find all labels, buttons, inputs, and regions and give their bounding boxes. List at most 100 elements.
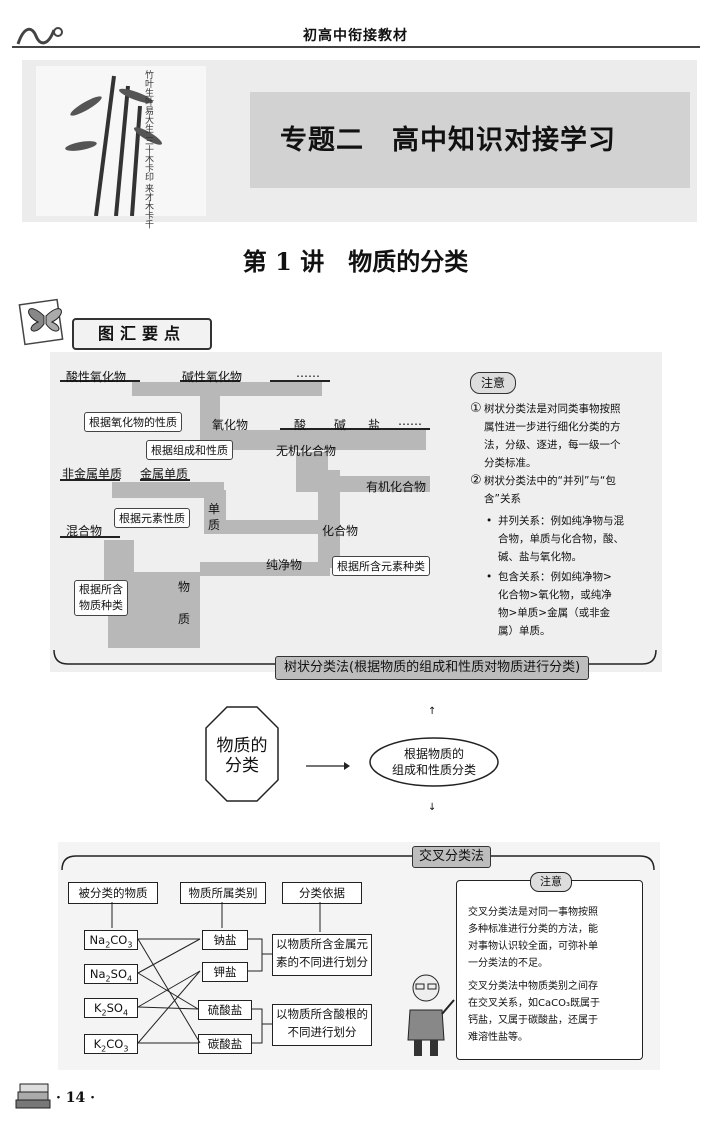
label-salt: 盐 [368,416,380,433]
page-number: · 14 · [56,1090,95,1106]
tree-branch-element-link [204,520,324,534]
books-icon [14,1080,54,1112]
item-number: ① [470,400,482,418]
basis-metal: 以物质所含金属元 素的不同进行划分 [272,934,372,976]
note-line: 树状分类法是对同类事物按照 [484,400,650,418]
oval-line: 组成和性质分类 [368,762,500,778]
category-sodium-salt: 钠盐 [202,930,248,950]
arrow-down-icon: ↓ [428,802,436,813]
aside-line: 交叉分类法是对同一事物按照 [468,904,638,921]
label-compound: 化合物 [322,522,358,539]
note-by-species: 根据所含 物质种类 [74,580,128,616]
attention-bullet-2: • 包含关系：例如纯净物> 化合物>氧化物，或纯净 物>单质>金属（或非金 属）… [486,568,656,640]
basis-line: 以物质所含金属元 [273,935,371,953]
note-by-element: 根据元素性质 [114,508,190,528]
label-organic: 有机化合物 [366,478,426,495]
note-by-composition: 根据组成和性质 [146,440,233,460]
arrow-right [306,756,350,766]
aside-line: 一分类法的不足。 [468,955,638,972]
note-line: 含”关系 [484,490,650,508]
attention-item-1: ① 树状分类法是对同类事物按照 属性进一步进行细化分类的方 法，分级、逐进，每一… [470,400,650,472]
note-line: 法，分级、逐进，每一级一个 [484,436,650,454]
banner-poem: 竹叶生叶易大生 三十木卡印 来才木卡千 [142,70,153,229]
label-inorganic: 无机化合物 [276,442,336,459]
label-metal: 金属单质 [140,465,188,482]
label-base: 碱 [334,416,346,433]
aside-badge: 注意 [530,872,572,892]
label-nonmetal: 非金属单质 [62,465,122,482]
bamboo-illustration [36,66,206,216]
col-header-substance: 被分类的物质 [68,882,158,904]
label-oxide: 氧化物 [212,416,248,433]
label-acid: 酸 [294,416,306,433]
label-pure: 纯净物 [266,556,302,573]
substance-na2so4: Na2SO4 [84,964,138,984]
note-line: 物>单质>金属（或非金 [498,604,656,622]
aside-line: 难溶性盐等。 [468,1029,638,1046]
note-line: 并列关系：例如纯净物与混 [498,512,656,530]
tree-branch-mixture [104,540,134,580]
oval-line: 根据物质的 [368,746,500,762]
substance-na2co3: Na2CO3 [84,930,138,950]
poem-line: 来才木卡千 [143,184,153,229]
aside-line: 在交叉关系，如CaCO₃既属于 [468,995,638,1012]
aside-para-2: 交叉分类法中物质类别之间存 在交叉关系，如CaCO₃既属于 钙盐，又属于碳酸盐，… [468,978,638,1046]
aside-para-1: 交叉分类法是对同一事物按照 多种标准进行分类的方法，能 对事物认识较全面，可弥补… [468,904,638,972]
label-acid-oxide: 酸性氧化物 [66,368,126,385]
note-line: 属）单质。 [498,622,656,640]
note-line: 属性进一步进行细化分类的方 [484,418,650,436]
attention-bullet-1: • 并列关系：例如纯净物与混 合物，单质与化合物，酸、 碱、盐与氧化物。 [486,512,656,566]
note-line: 包含关系：例如纯净物> [498,568,656,586]
book-title: 初高中衔接教材 [0,25,711,45]
basis-acid-radical: 以物质所含酸根的 不同进行划分 [272,1004,372,1046]
topic-oval: 根据物质的 组成和性质分类 [368,736,500,788]
basis-line: 不同进行划分 [273,1023,371,1041]
label-element: 单 [208,500,220,517]
bullet-icon: • [486,512,492,530]
butterfly-icon [18,294,72,346]
note-line: 化合物>氧化物，或纯净 [498,586,656,604]
category-potassium-salt: 钾盐 [202,962,248,982]
poem-line: 三十木卡印 [143,136,153,181]
topic-octagon: 物质的 分类 [205,706,279,802]
octagon-line: 物质的 [205,736,279,756]
col-header-basis: 分类依据 [282,882,362,904]
note-line: 根据所含 [79,582,123,598]
note-line: 分类标准。 [484,454,650,472]
poem-line: 竹叶生叶易大生 [143,70,153,133]
aside-line: 对事物认识较全面，可弥补单 [468,938,638,955]
basis-line: 素的不同进行划分 [273,953,371,971]
tree-caption: 树状分类法(根据物质的组成和性质对物质进行分类) [275,656,589,680]
attention-item-2: ② 树状分类法中的“并列”与“包 含”关系 [470,472,650,508]
label-mixture: 混合物 [66,522,102,539]
substance-k2so4: K2SO4 [84,998,138,1018]
note-by-kind: 根据所含元素种类 [332,556,430,576]
cross-bracket [60,852,656,870]
lesson-title: 第 1 讲 物质的分类 [0,242,711,277]
cross-title: 交叉分类法 [412,846,491,868]
label-matter: 物 [178,578,190,595]
section-tab: 图汇要点 [72,318,212,350]
note-by-oxide: 根据氧化物的性质 [84,412,182,432]
note-line: 树状分类法中的“并列”与“包 [484,472,650,490]
col-header-category: 物质所属类别 [180,882,266,904]
bullet-icon: • [486,568,492,586]
octagon-line: 分类 [205,756,279,776]
aside-line: 交叉分类法中物质类别之间存 [468,978,638,995]
label-matter: 质 [178,610,190,627]
substance-k2co3: K2CO3 [84,1034,138,1054]
arrow-up-icon: ↑ [428,706,436,717]
label-ellipsis: …… [398,414,422,428]
basis-line: 以物质所含酸根的 [273,1005,371,1023]
attention-badge: 注意 [470,372,516,394]
tree-line [270,380,330,382]
chapter-title: 专题二 高中知识对接学习 [280,118,616,157]
aside-line: 多种标准进行分类的方法，能 [468,921,638,938]
label-basic-oxide: 碱性氧化物 [182,368,242,385]
teacher-illustration [396,970,456,1058]
item-number: ② [470,472,482,490]
label-element: 质 [208,516,220,533]
category-carbonate: 碳酸盐 [198,1034,252,1054]
note-line: 合物，单质与化合物，酸、 [498,530,656,548]
header-rule [12,46,700,48]
